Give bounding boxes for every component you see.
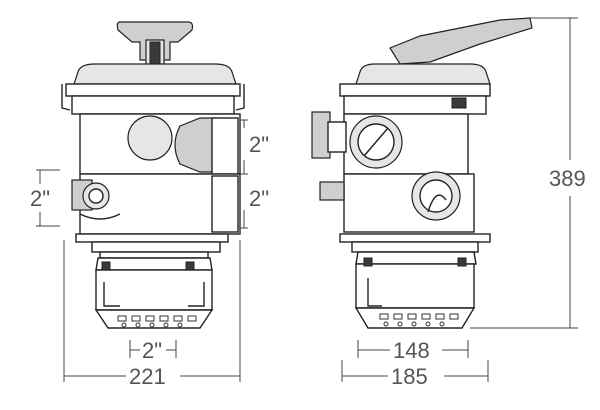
front-left-port-label: 2" (30, 186, 50, 211)
front-upper-body (79, 113, 241, 175)
front-width-label: 221 (129, 364, 166, 389)
height-label: 389 (549, 166, 586, 191)
front-right-upper-port-label: 2" (249, 132, 269, 157)
side-basket-width-label: 148 (393, 338, 430, 363)
front-lid (61, 63, 245, 115)
front-bottom-port-label: 2" (142, 338, 162, 363)
front-basket (94, 257, 214, 329)
front-right-lower-port-label: 2" (249, 186, 269, 211)
front-lower-body (71, 173, 241, 235)
front-width-dimension (63, 240, 241, 382)
side-lower-body (319, 171, 475, 233)
side-width-dimension (341, 360, 489, 382)
side-flange (339, 233, 491, 253)
front-left-port-dimension (36, 169, 60, 227)
side-width-label: 185 (391, 364, 428, 389)
front-bottom-port-dimension (129, 340, 177, 358)
front-handle (116, 21, 194, 71)
front-basket-slots (117, 315, 197, 328)
height-dimension (470, 17, 578, 329)
side-view (311, 17, 533, 329)
side-basket-slots (379, 313, 459, 327)
front-flange (75, 233, 229, 259)
side-basket-width-dimension (357, 340, 469, 358)
side-lid (339, 63, 491, 115)
front-view (61, 21, 245, 329)
side-upper-body (311, 111, 469, 175)
front-right-port-dimensions (240, 119, 248, 229)
side-basket (354, 251, 477, 329)
side-handle (389, 17, 533, 72)
